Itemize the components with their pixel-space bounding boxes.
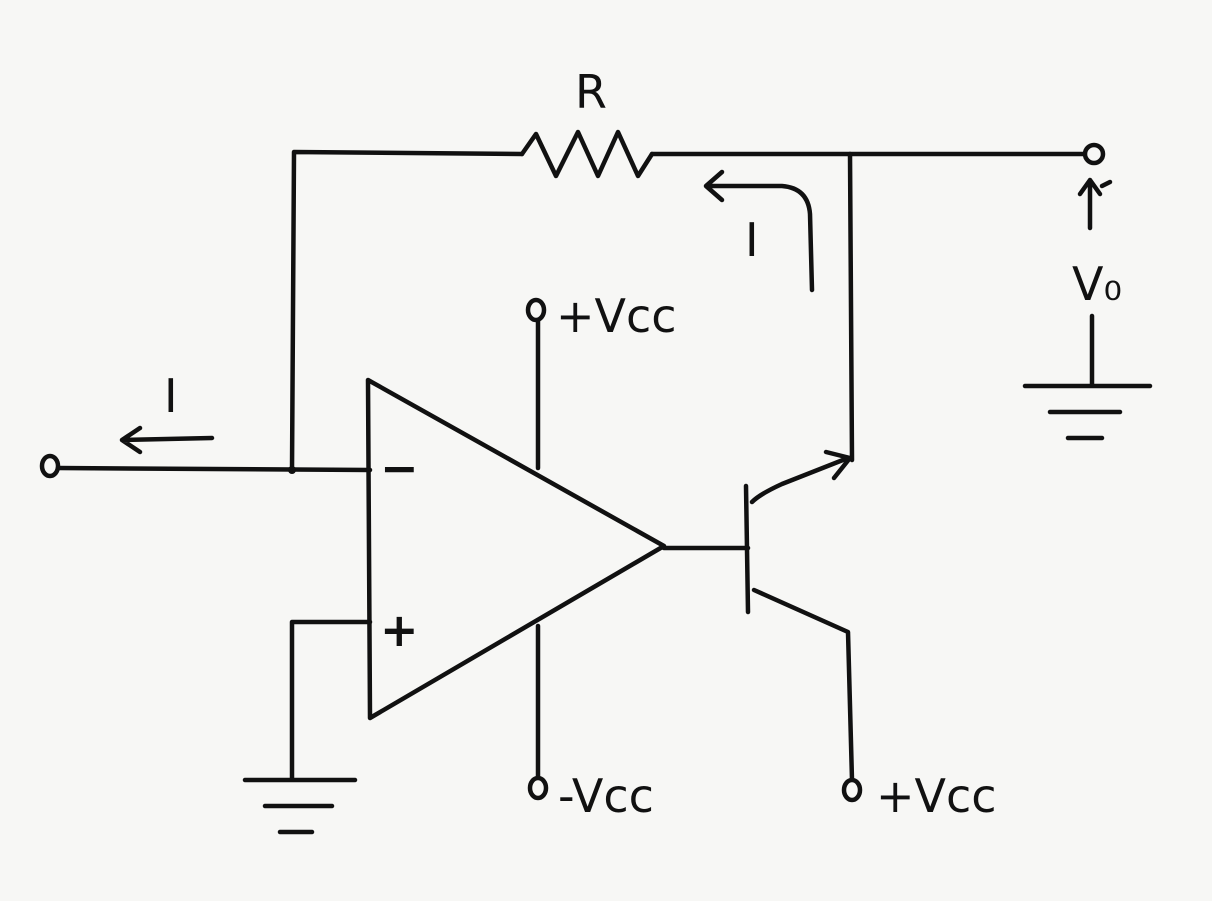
opamp — [289, 297, 667, 801]
input-current-label: I — [164, 369, 178, 423]
input-junction — [288, 466, 296, 474]
ground-symbol-opamp — [242, 777, 358, 835]
opamp-pos-supply-terminal[interactable] — [525, 297, 547, 323]
input-current-arrow — [119, 425, 215, 455]
opamp-pos-supply-label: +Vcc — [556, 289, 677, 343]
collector-supply-label: +Vcc — [876, 769, 997, 823]
feedback-current-arrow — [703, 169, 815, 293]
feedback-path — [289, 129, 1093, 473]
collector-supply-terminal[interactable] — [841, 777, 863, 803]
inverting-input-sign: − — [380, 441, 419, 495]
input-wire — [55, 465, 373, 473]
emitter-rail — [847, 151, 855, 463]
transistor-emitter — [749, 455, 851, 505]
feedback-left-wire — [289, 149, 525, 473]
transistor-base-bar — [743, 483, 751, 615]
opamp-triangle — [365, 377, 667, 721]
noninverting-input-sign: + — [380, 603, 419, 657]
output-section — [1077, 142, 1113, 387]
resistor-label: R — [575, 65, 607, 119]
emitter-arrowhead — [823, 449, 853, 481]
output-terminal[interactable] — [1082, 142, 1106, 166]
resistor-r — [519, 129, 655, 179]
opamp-neg-supply-label: -Vcc — [558, 769, 654, 823]
opamp-neg-supply-terminal[interactable] — [527, 775, 549, 801]
output-voltage-label: V₀ — [1072, 257, 1122, 311]
noninverting-ground-wire — [289, 619, 373, 781]
ground-symbol-output — [1022, 383, 1153, 441]
output-voltage-arrow — [1077, 177, 1113, 231]
input-section — [39, 425, 373, 479]
transistor-collector — [751, 587, 855, 783]
input-terminal[interactable] — [39, 453, 61, 479]
transistor — [661, 449, 863, 803]
feedback-current-label: I — [745, 213, 759, 267]
